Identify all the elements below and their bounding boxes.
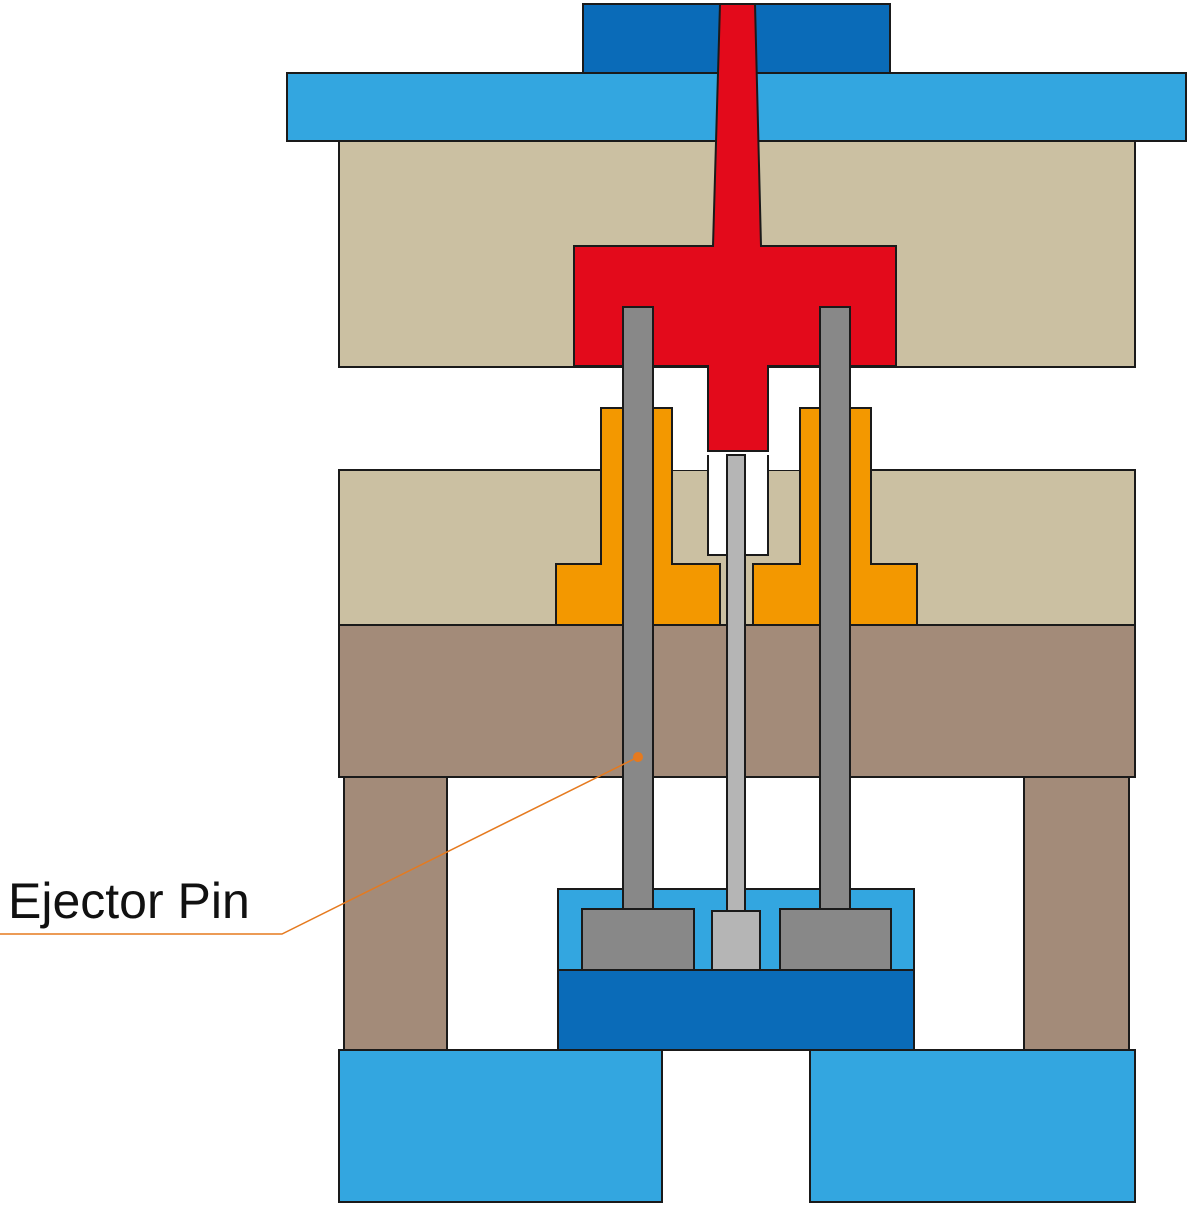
ejector-pin-head-right <box>779 908 892 971</box>
sprue-puller-pin <box>726 454 746 912</box>
sprue-puller-head <box>711 910 761 971</box>
spacer-block-right <box>1023 776 1130 1052</box>
ejector-plate <box>557 969 915 1051</box>
ejector-pin-leader-dot <box>633 752 643 762</box>
ejector-pin-label: Ejector Pin <box>8 873 250 929</box>
ejector-pin-head-left <box>581 908 695 971</box>
spacer-block-left <box>343 776 448 1052</box>
bottom-clamp-plate-right <box>809 1049 1136 1203</box>
ejector-pin-right <box>819 306 851 910</box>
ejector-pin-left <box>622 306 654 910</box>
sprue-runner <box>573 3 897 452</box>
bottom-clamp-plate-left <box>338 1049 663 1203</box>
ejector-pin-leader-line <box>0 756 639 935</box>
